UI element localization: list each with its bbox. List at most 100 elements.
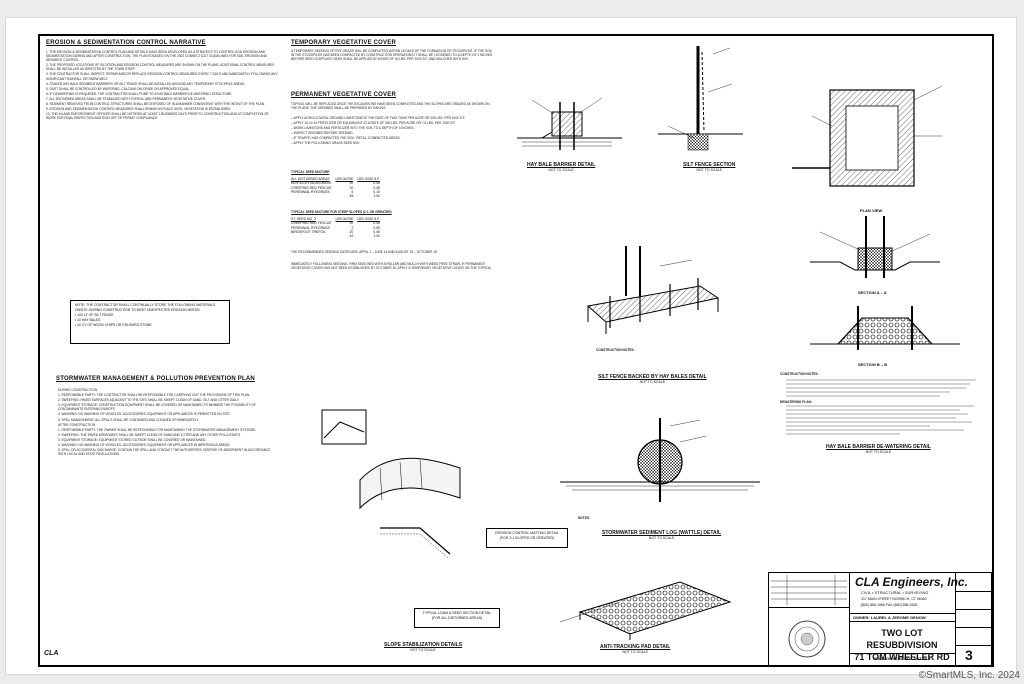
firm-address: 317 MAIN STREET NORWICH, CT 06360 (861, 597, 927, 601)
seed-row: PERENNIAL RYEGRASS 2 0.05 (291, 226, 384, 230)
seed-cell: 20 (349, 229, 354, 234)
seed-cell: 0.45 (373, 221, 380, 226)
project-title: TWO LOT RESUBDIVISION 71 TOM WHEELER RD (849, 627, 955, 663)
sediment-log-notes-header: NOTES: (578, 516, 591, 520)
silt-fence-hay-bales-nts: NOT TO SCALE (639, 380, 666, 384)
perm-veg-header: PERMANENT VEGETATIVE COVER (291, 92, 396, 98)
copyright-watermark: ©SmartMLS, Inc. 2024 (918, 670, 1020, 681)
seed-cell: KENTUCKY BLUEGRASS (291, 181, 332, 186)
sheet-number: 3 (965, 647, 973, 663)
seed-cell: 5 (351, 189, 354, 194)
hay-bale-barrier-nts: NOT TO SCALE (548, 168, 574, 172)
seed-table1-title: TYPICAL SEED MIXTURE (291, 170, 330, 174)
materials-note-box: NOTE: THE CONTRACTOR SHALL CONTINUALLY S… (70, 300, 230, 344)
erosion-narrative-text: 1. THE EROSION & SEDIMENTATION CONTROL P… (46, 50, 278, 295)
stormwater-header: STORMWATER MANAGEMENT & POLLUTION PREVEN… (56, 376, 255, 382)
matting-label-box: EROSION CONTROL MATTING DETAIL (FOR 3:1 … (486, 528, 568, 548)
perm-veg-step: – APPLY THE FOLLOWING GRASS SEED MIX: (291, 141, 360, 146)
seeding-instructions: IMMEDIATELY FOLLOWING SEEDING, FIRM SEED… (291, 262, 493, 271)
erosion-narrative-header: EROSION & SEDIMENTATION CONTROL NARRATIV… (46, 40, 206, 46)
seed-cell: 20 (349, 221, 354, 226)
seeding-dates: THE RECOMMENDED SEEDING DATES ARE: APRIL… (291, 250, 437, 254)
loam-sublabel: (FOR ALL DISTURBED AREAS) (431, 616, 483, 620)
seed-cell: 0.05 (373, 225, 380, 230)
anti-tracking-title: ANTI-TRACKING PAD DETAIL (600, 644, 671, 650)
erosion-note-item: 8. SEDIMENT REMOVED FROM CONTROL STRUCTU… (46, 102, 265, 107)
materials-note-line: NOTE: THE CONTRACTOR SHALL CONTINUALLY S… (75, 303, 216, 312)
materials-note-line: • 10 CY OF WOOD CHIPS OR CRUSHED STONE (75, 323, 152, 327)
stormwater-note-item: 4. WASHING: NO WASHING OF VEHICLES, ACCE… (58, 443, 231, 448)
firm-subtitle: CIVIL • STRUCTURAL • SURVEYING (861, 590, 929, 595)
dewatering-plan-notes-header: DEWATERING PLAN: (780, 400, 812, 404)
dewatering-nts: NOT TO SCALE (865, 450, 892, 454)
dewatering-section-bb-drawing (810, 306, 960, 350)
seed-cell: PERENNIAL RYEGRASS (291, 225, 330, 230)
project-line-1: TWO LOT RESUBDIVISION (866, 628, 938, 650)
seed-cell: ALL DISTURBED AREAS (291, 177, 330, 181)
seed-cell: ST. SEED NO. 3 (291, 217, 316, 221)
hay-bale-barrier-caption: HAY BALE BARRIER DETAIL NOT TO SCALE (527, 162, 595, 172)
slope-stabilization-caption: SLOPE STABILIZATION DETAILS NOT TO SCALE (384, 642, 462, 652)
seed-cell: 2 (351, 225, 354, 230)
silt-fence-hay-bales-title: SILT FENCE BACKED BY HAY BALES DETAIL (598, 374, 707, 380)
silt-fence-hay-bales-caption: SILT FENCE BACKED BY HAY BALES DETAIL NO… (598, 374, 707, 384)
perm-veg-text: TOPSOIL WILL BE REPLACED ONCE THE EXCAVA… (291, 102, 490, 111)
seed-cell: 0.45 (373, 185, 380, 190)
slope-stabilization-title: SLOPE STABILIZATION DETAILS (384, 642, 463, 648)
anti-tracking-pad-drawing (559, 581, 732, 640)
seed-cell: 0.45 (373, 229, 380, 234)
anti-tracking-caption: ANTI-TRACKING PAD DETAIL NOT TO SCALE (600, 644, 670, 654)
stormwater-note-item: 1. RESPONSIBLE PARTY: THE OWNER SHALL BE… (58, 427, 257, 432)
stormwater-note-item: DURING CONSTRUCTION (58, 388, 98, 392)
dewatering-caption: HAY BALE BARRIER DE-WATERING DETAIL NOT … (826, 444, 931, 454)
erosion-note-item: 7. ALL DISTURBED AREAS SHALL BE STABILIZ… (46, 96, 206, 101)
erosion-note-item: 1. THE EROSION & SEDIMENTATION CONTROL P… (46, 50, 267, 63)
hay-bale-barrier-title: HAY BALE BARRIER DETAIL (527, 162, 596, 168)
engineer-seal (788, 620, 826, 658)
erosion-note-item: 2. THE PROPOSED LOCATIONS OF SILTATION A… (46, 63, 275, 72)
perm-veg-step: – APPLY 10-10-10 FERTILIZER OR EQUIVALEN… (291, 121, 456, 126)
silt-fence-construction-notes: CONSTRUCTION NOTES: (596, 348, 706, 376)
dewatering-title: HAY BALE BARRIER DE-WATERING DETAIL (826, 444, 931, 450)
firm-name: CLA Engineers, Inc. (855, 575, 968, 589)
perm-veg-step: – IF TRAFFIC HAS COMPACTED THE SOIL, RET… (291, 136, 401, 141)
dewatering-section-aa-drawing (810, 216, 940, 278)
slope-stabilization-drawing (321, 409, 461, 559)
section-aa-label: SECTION A – A (858, 290, 887, 295)
drawing-sheet: EROSION & SEDIMENTATION CONTROL NARRATIV… (38, 34, 994, 667)
erosion-note-item: 5. DUST SHALL BE CONTROLLED BY WATERING,… (46, 86, 190, 91)
seed-cell: 1.00 (373, 234, 380, 239)
stormwater-note-item: 5. SPILL MANAGEMENT: ALL SPILLS SHALL BE… (58, 417, 199, 422)
stormwater-note-item: 4. WASHING: NO WASHING OF VEHICLES, ACCE… (58, 412, 231, 417)
firm-phone: (860) 886-1966 FAX (860) 886-9165 (861, 603, 918, 607)
erosion-note-item: 9. EROSION AND SEDIMENTATION CONTROL MEA… (46, 107, 232, 112)
seed-cell: BIRDSFOOT TREFOIL (291, 229, 326, 234)
title-block: CLA Engineers, Inc. CIVIL • STRUCTURAL •… (768, 572, 992, 665)
silt-fence-section-nts: NOT TO SCALE (696, 168, 722, 172)
hay-bale-barrier-drawing (517, 97, 622, 150)
seed-cell: LBS./1000 S.F. (357, 177, 380, 181)
silt-fence-section-caption: SILT FENCE SECTION NOT TO SCALE (683, 162, 735, 172)
seed-cell: 45 (349, 194, 354, 199)
seed-row: BIRDSFOOT TREFOIL 20 0.45 (291, 230, 384, 234)
plan-view-label: PLAN VIEW (860, 208, 883, 213)
seed-cell: CREEPING RED FESCUE (291, 185, 332, 190)
dewatering-plan-drawing (792, 85, 943, 187)
temp-veg-text: A TEMPORARY SEEDING OF RYE GRASS WILL BE… (291, 49, 493, 62)
silt-fence-section-title: SILT FENCE SECTION (683, 162, 736, 168)
seed-table2-title: TYPICAL SEED MIXTURE FOR STEEP SLOPES (2… (291, 210, 392, 214)
seed-cell: 20 (349, 181, 354, 186)
stormwater-note-item: 5. SPILL OR ACCIDENTAL DISCHARGE: CONTAI… (58, 448, 271, 457)
seed-cell: 1.00 (373, 194, 380, 199)
sediment-log-caption: STORMWATER SEDIMENT LOG (WATTLE) DETAIL … (602, 530, 721, 540)
materials-note-line: • 100 LF OF SILT FENCE (75, 313, 114, 317)
matting-label: EROSION CONTROL MATTING DETAIL (495, 531, 559, 535)
owner-line: OWNER: LAUREL & JEROME GENOW (853, 615, 926, 620)
